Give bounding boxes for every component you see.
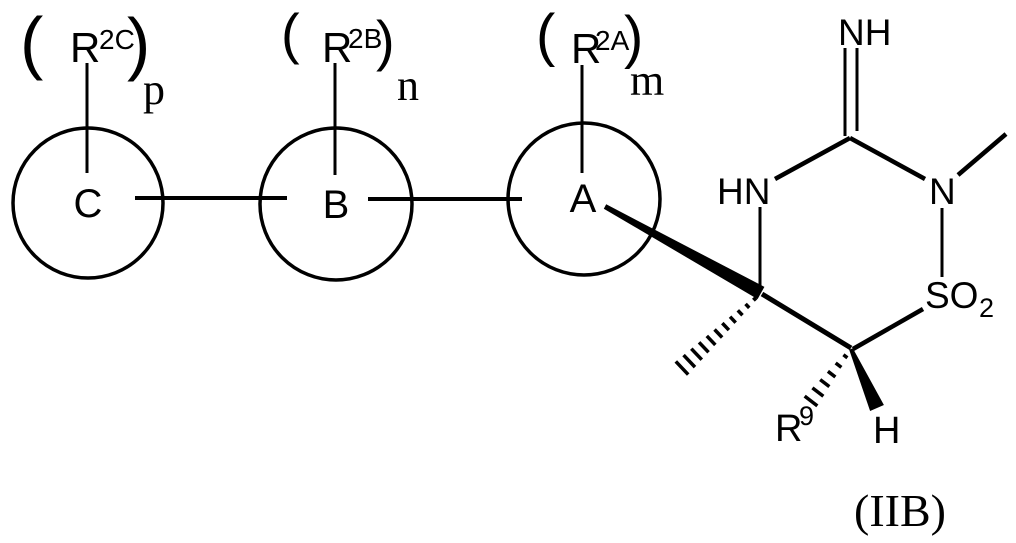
- r2c-paren-close: ): [127, 4, 150, 82]
- hash-mark: [713, 328, 724, 339]
- ring-a-letter: A: [570, 177, 597, 221]
- r2a-label: R: [571, 25, 601, 72]
- hash-mark: [690, 347, 704, 361]
- hash-mark: [705, 334, 717, 347]
- r9-superscript: 9: [799, 401, 814, 431]
- hash-mark: [819, 378, 831, 389]
- bond-c5-c6: [760, 291, 853, 351]
- hash-mark: [803, 394, 819, 408]
- r2b-superscript: 2B: [348, 23, 382, 54]
- hash-mark: [834, 361, 843, 369]
- heterocycle: NH HN N SO 2 R 9 H: [603, 12, 1008, 452]
- r9-label: R: [775, 408, 802, 450]
- r2a-paren-open: (: [536, 3, 555, 68]
- hash-mark: [728, 315, 737, 324]
- r2b-label: R: [322, 24, 352, 71]
- wedge-bond-a-c5: [603, 204, 765, 300]
- ring-n-label: N: [929, 171, 956, 212]
- hashed-bond-c5-methyl: [674, 296, 758, 376]
- ring-group-b: B ( R 2B ) n: [258, 2, 419, 282]
- hash-mark: [744, 302, 751, 310]
- stereo-h-label: H: [873, 410, 900, 452]
- ring-c-letter: C: [74, 182, 103, 226]
- r2a-paren-close: ): [624, 5, 643, 70]
- hash-mark: [721, 321, 731, 332]
- r2b-paren-close: ): [376, 9, 395, 72]
- ring-b-letter: B: [323, 183, 350, 227]
- r2c-count-p: p: [143, 65, 165, 114]
- bond-s-c6: [851, 307, 925, 351]
- imine-nh-label: NH: [838, 12, 891, 53]
- r2c-label: R: [70, 24, 100, 71]
- r2a-superscript: 2A: [595, 25, 630, 56]
- wedge-bond-c6-h: [849, 348, 884, 411]
- hashed-bond-c6-r9: [803, 353, 849, 408]
- ring-group-a: A ( R 2A ) m: [506, 3, 664, 277]
- sulfonyl-label: SO: [925, 275, 978, 316]
- r2c-paren-open: (: [20, 3, 43, 81]
- hash-mark: [842, 353, 849, 360]
- r2b-count-n: n: [397, 61, 419, 110]
- r2b-paren-open: (: [281, 2, 300, 65]
- bond-n-methyl: [956, 132, 1008, 177]
- hash-mark: [752, 296, 758, 302]
- ring-group-c: C ( R 2C ) p: [11, 3, 165, 280]
- r2a-count-m: m: [630, 56, 664, 105]
- hash-mark: [697, 341, 710, 354]
- hash-mark: [826, 369, 837, 379]
- r2c-superscript: 2C: [99, 24, 135, 55]
- bond-c3-n: [848, 136, 927, 181]
- ring-hn-label: HN: [717, 171, 770, 212]
- hash-mark: [682, 353, 697, 369]
- hash-mark: [674, 360, 690, 376]
- formula-number-label: (IIB): [854, 485, 946, 536]
- hash-mark: [736, 309, 744, 317]
- sulfonyl-subscript: 2: [979, 293, 994, 323]
- hash-mark: [811, 386, 825, 398]
- bond-c3-hn: [773, 136, 852, 181]
